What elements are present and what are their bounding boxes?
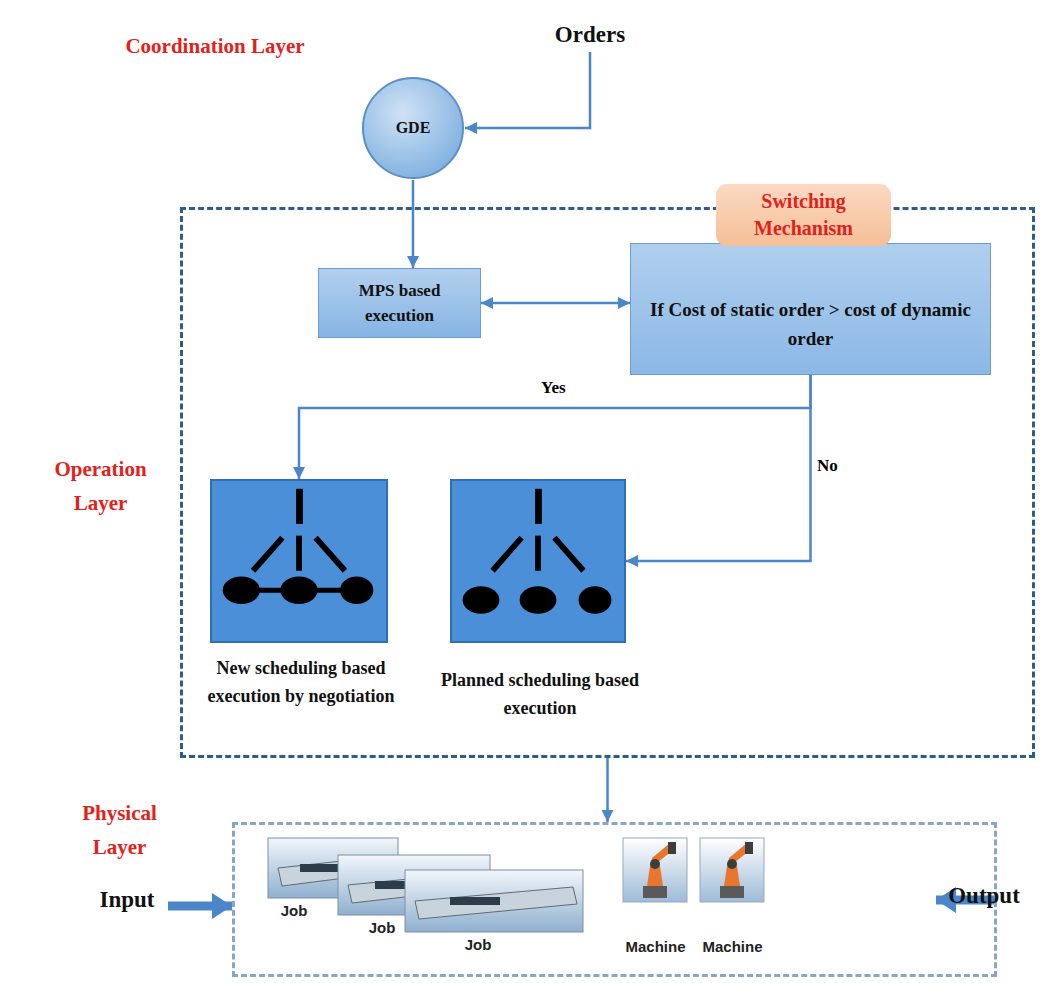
icon-part xyxy=(579,586,612,613)
schedule-box: Planned scheduling based execution xyxy=(450,479,626,643)
icon-part xyxy=(554,538,583,571)
icon-part xyxy=(223,577,260,604)
icon-part xyxy=(253,538,282,571)
flow-arrow xyxy=(481,302,630,305)
flow-arrow xyxy=(412,180,415,268)
flow-arrow xyxy=(299,375,811,479)
flow-arrow xyxy=(606,758,609,822)
layer-band: Operation LayerMPS based executionSwitch… xyxy=(180,207,1035,758)
icon-part xyxy=(296,536,302,571)
icon-part xyxy=(535,536,541,571)
icon-part xyxy=(340,577,373,604)
node-text: GDE xyxy=(396,119,431,137)
node-text: Switching Mechanism xyxy=(716,184,891,246)
icon-part xyxy=(493,538,522,571)
icon-part xyxy=(535,489,542,524)
flow-arrow xyxy=(626,375,811,561)
job-caption: Job xyxy=(458,936,498,953)
machine-caption: Machine xyxy=(618,938,693,955)
node-text: Operation Layer xyxy=(33,453,168,520)
io-text: Input xyxy=(88,884,166,916)
layer-title: Coordination Layer xyxy=(120,30,310,64)
robot-picture xyxy=(623,838,687,902)
node-text: Input xyxy=(100,887,155,913)
edge-label: No xyxy=(814,456,841,476)
process-box: MPS based execution xyxy=(318,268,481,338)
icon-part xyxy=(316,538,345,571)
hierarchy-icon xyxy=(212,481,386,641)
io-text: Output xyxy=(938,880,1030,912)
edge-label: Yes xyxy=(538,378,569,398)
node-text: Output xyxy=(948,883,1020,909)
job-picture xyxy=(405,870,583,932)
hierarchy-icon xyxy=(452,481,624,641)
node-text: Physical Layer xyxy=(57,797,182,864)
node-text: If Cost of static order > cost of dynami… xyxy=(643,295,978,354)
circle-shape xyxy=(363,78,463,178)
job-caption: Job xyxy=(362,919,402,936)
machine-caption: Machine xyxy=(695,938,770,955)
process-circle: GDE xyxy=(361,76,465,180)
source-text: Orders xyxy=(540,18,640,52)
decision-box: Switching MechanismIf Cost of static ord… xyxy=(630,243,991,375)
node-text: Planned scheduling based execution xyxy=(440,667,640,723)
icon-part xyxy=(463,586,500,613)
layer-band: Physical Layer xyxy=(232,822,997,977)
icon-part xyxy=(296,489,303,524)
node-text: Orders xyxy=(555,22,625,48)
block-arrow xyxy=(168,902,232,911)
schedule-box: New scheduling based execution by negoti… xyxy=(210,479,388,643)
robot-picture xyxy=(700,838,764,902)
node-text: New scheduling based execution by negoti… xyxy=(181,655,421,711)
icon-part xyxy=(280,577,317,604)
node-text: MPS based execution xyxy=(327,278,472,329)
flow-arrow xyxy=(465,52,590,128)
job-caption: Job xyxy=(274,902,314,919)
icon-part xyxy=(520,586,557,613)
